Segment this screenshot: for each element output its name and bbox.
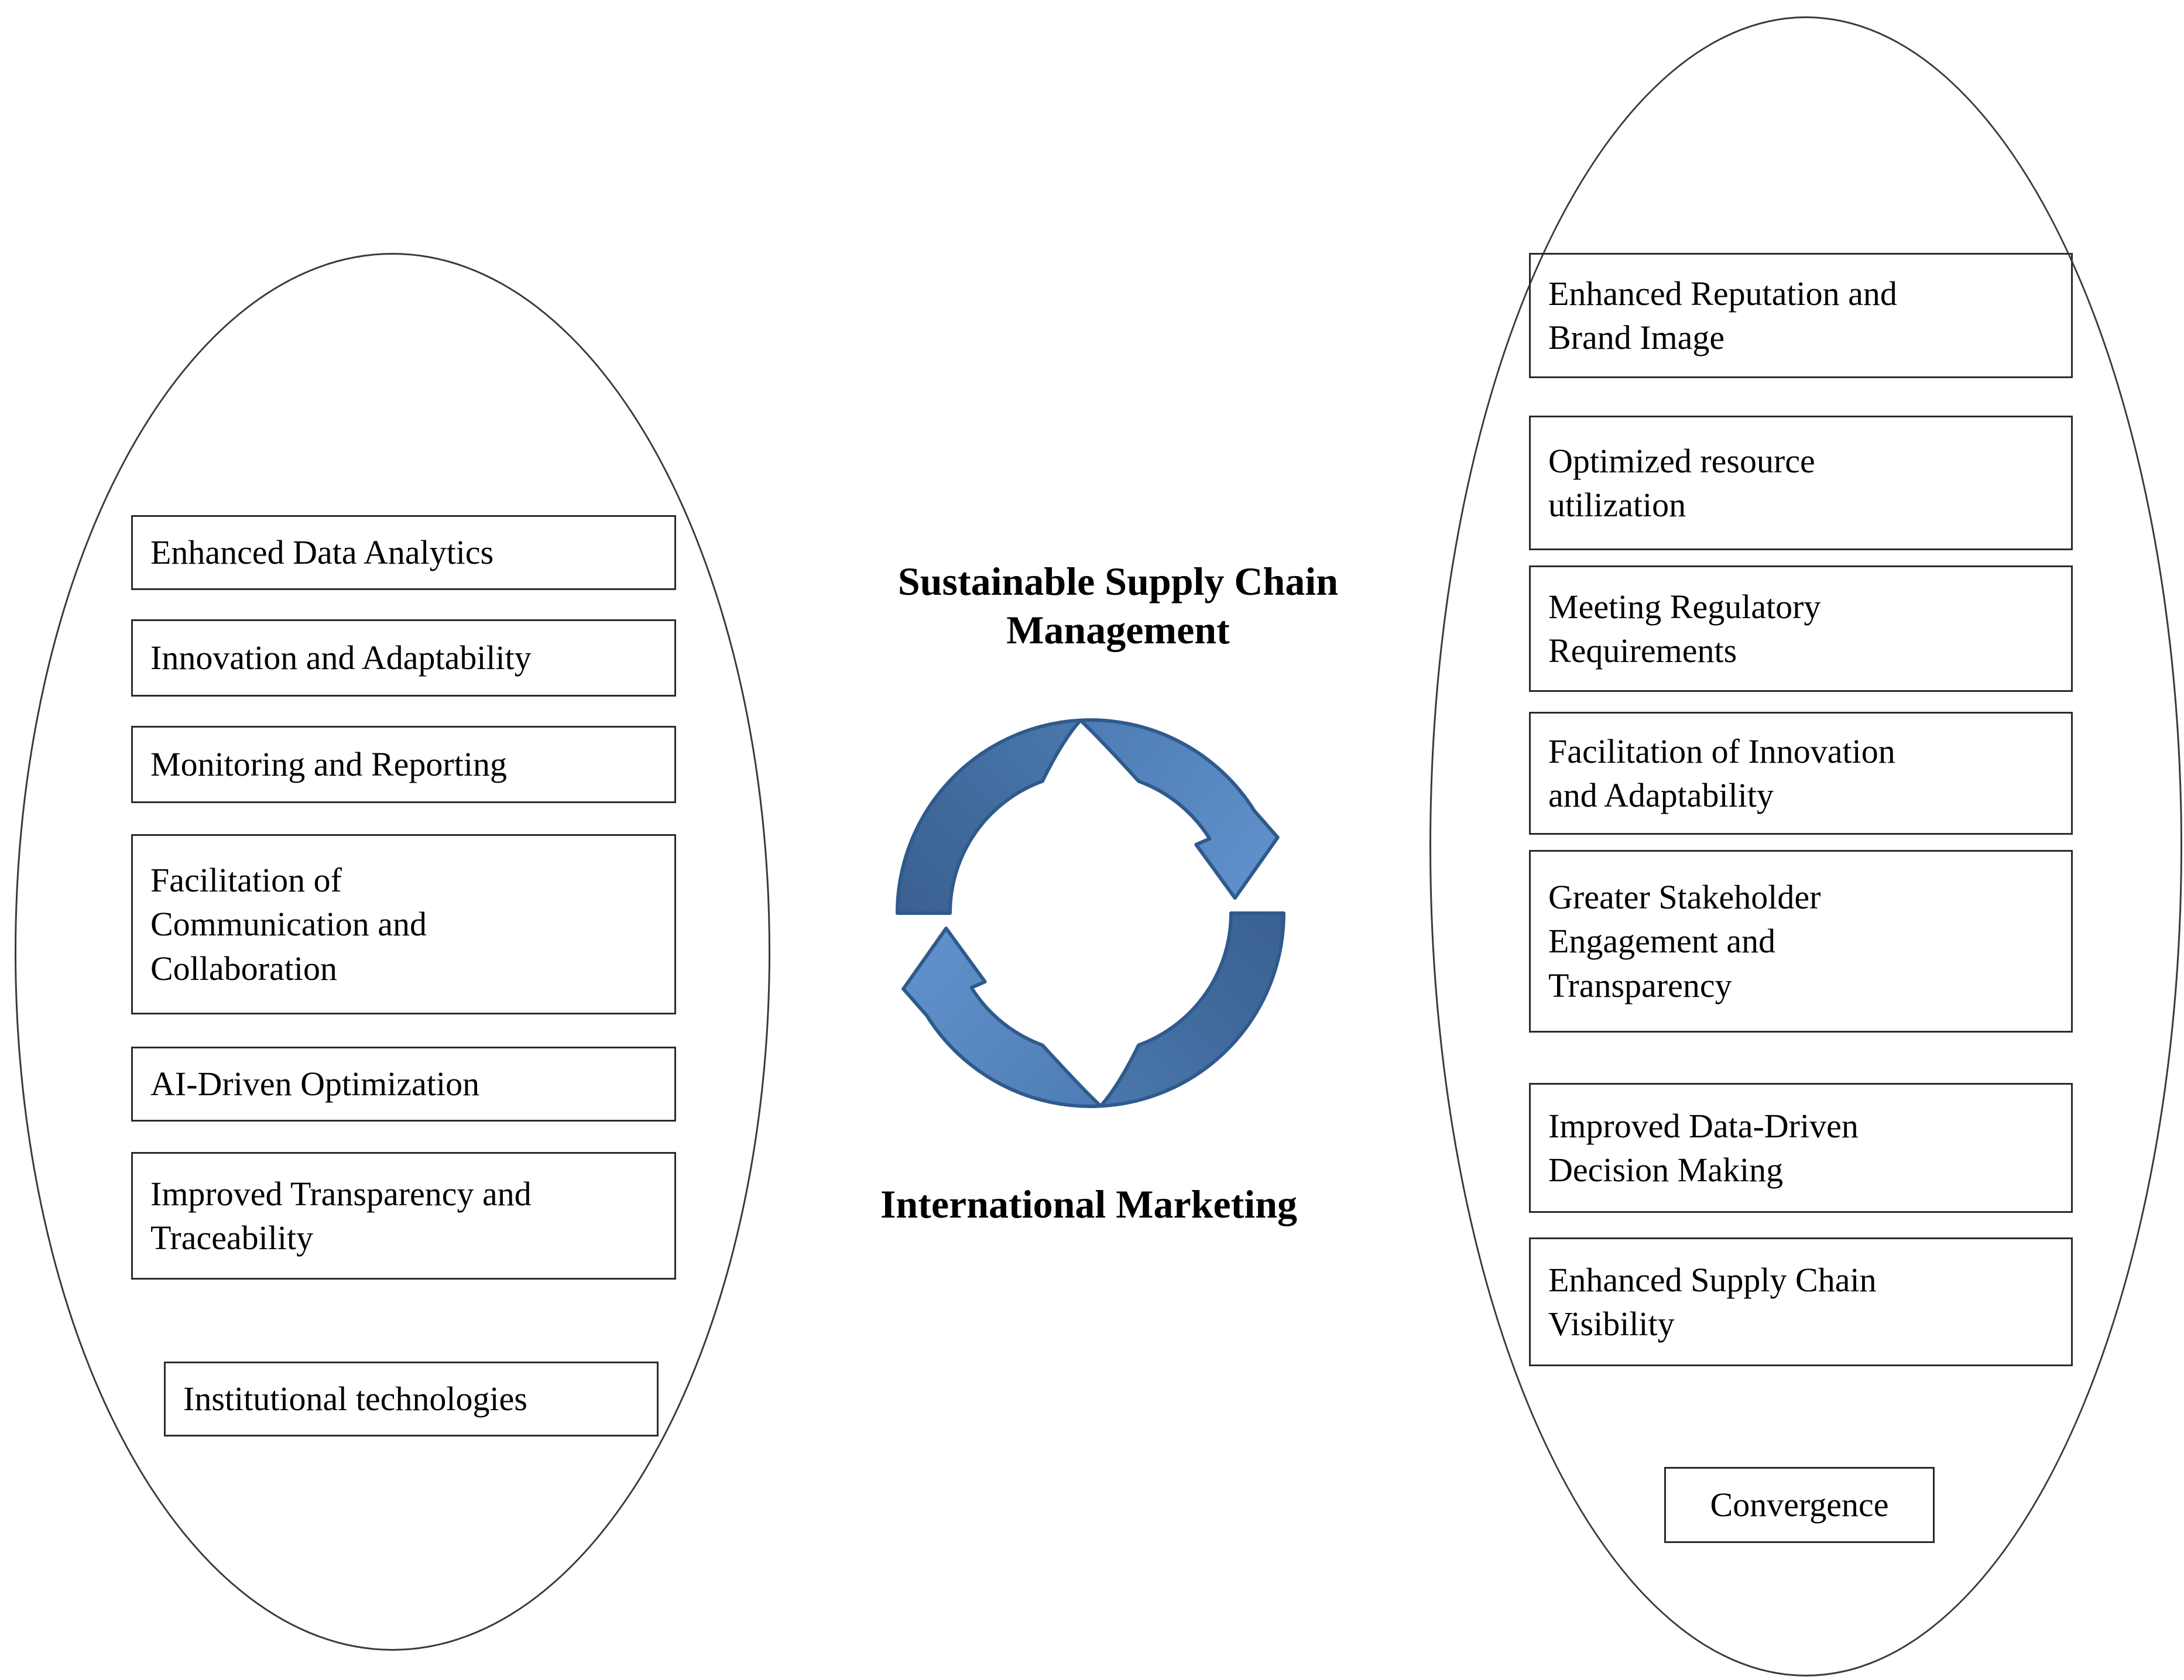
right-item-label-7: Enhanced Supply Chain Visibility: [1548, 1260, 1877, 1343]
left-item-box-2: Innovation and Adaptability: [131, 619, 676, 697]
right-item-box-1: Enhanced Reputation and Brand Image: [1529, 253, 2073, 378]
left-item-label-4: Facilitation of Communication and Collab…: [150, 860, 427, 988]
right-item-box-5: Greater Stakeholder Engagement and Trans…: [1529, 850, 2073, 1033]
left-item-label-3: Monitoring and Reporting: [150, 745, 507, 784]
right-item-box-6: Improved Data-Driven Decision Making: [1529, 1083, 2073, 1213]
left-item-box-3: Monitoring and Reporting: [131, 726, 676, 803]
right-ellipse: [1429, 16, 2182, 1676]
left-item-box-5: AI-Driven Optimization: [131, 1047, 676, 1122]
left-item-label-5: AI-Driven Optimization: [150, 1065, 480, 1103]
cycle-top-arrow: [1078, 718, 1280, 900]
sustainable-supply-chain-title: Sustainable Supply Chain Management: [897, 559, 1339, 652]
right-item-label-2: Optimized resource utilization: [1548, 441, 1815, 524]
left-item-label-6: Improved Transparency and Traceability: [150, 1174, 532, 1257]
right-item-label-convergence: Convergence: [1710, 1486, 1889, 1524]
left-item-label-2: Innovation and Adaptability: [150, 639, 532, 677]
cycle-arrows-icon: [896, 718, 1285, 1108]
right-item-label-1: Enhanced Reputation and Brand Image: [1548, 274, 1897, 356]
left-item-box-1: Enhanced Data Analytics: [131, 515, 676, 590]
right-item-box-convergence: Convergence: [1664, 1467, 1935, 1543]
international-marketing-title: International Marketing: [880, 1182, 1298, 1226]
right-item-box-3: Meeting Regulatory Requirements: [1529, 565, 2073, 692]
cycle-bottom-dark-arc: [1099, 911, 1285, 1108]
right-item-box-7: Enhanced Supply Chain Visibility: [1529, 1237, 2073, 1366]
left-item-label-1: Enhanced Data Analytics: [150, 533, 494, 572]
right-item-label-5: Greater Stakeholder Engagement and Trans…: [1548, 877, 1821, 1004]
right-item-box-4: Facilitation of Innovation and Adaptabil…: [1529, 712, 2073, 835]
left-ellipse: [15, 253, 770, 1651]
right-item-label-4: Facilitation of Innovation and Adaptabil…: [1548, 732, 1895, 814]
left-item-box-7: Institutional technologies: [164, 1362, 659, 1436]
left-item-box-4: Facilitation of Communication and Collab…: [131, 834, 676, 1014]
right-item-box-2: Optimized resource utilization: [1529, 416, 2073, 550]
left-item-box-6: Improved Transparency and Traceability: [131, 1152, 676, 1280]
cycle-top-dark-arc: [896, 718, 1082, 915]
cycle-bottom-arrow: [901, 926, 1103, 1108]
right-item-label-3: Meeting Regulatory Requirements: [1548, 587, 1821, 670]
left-item-label-7: Institutional technologies: [183, 1380, 527, 1418]
right-item-label-6: Improved Data-Driven Decision Making: [1548, 1106, 1859, 1189]
